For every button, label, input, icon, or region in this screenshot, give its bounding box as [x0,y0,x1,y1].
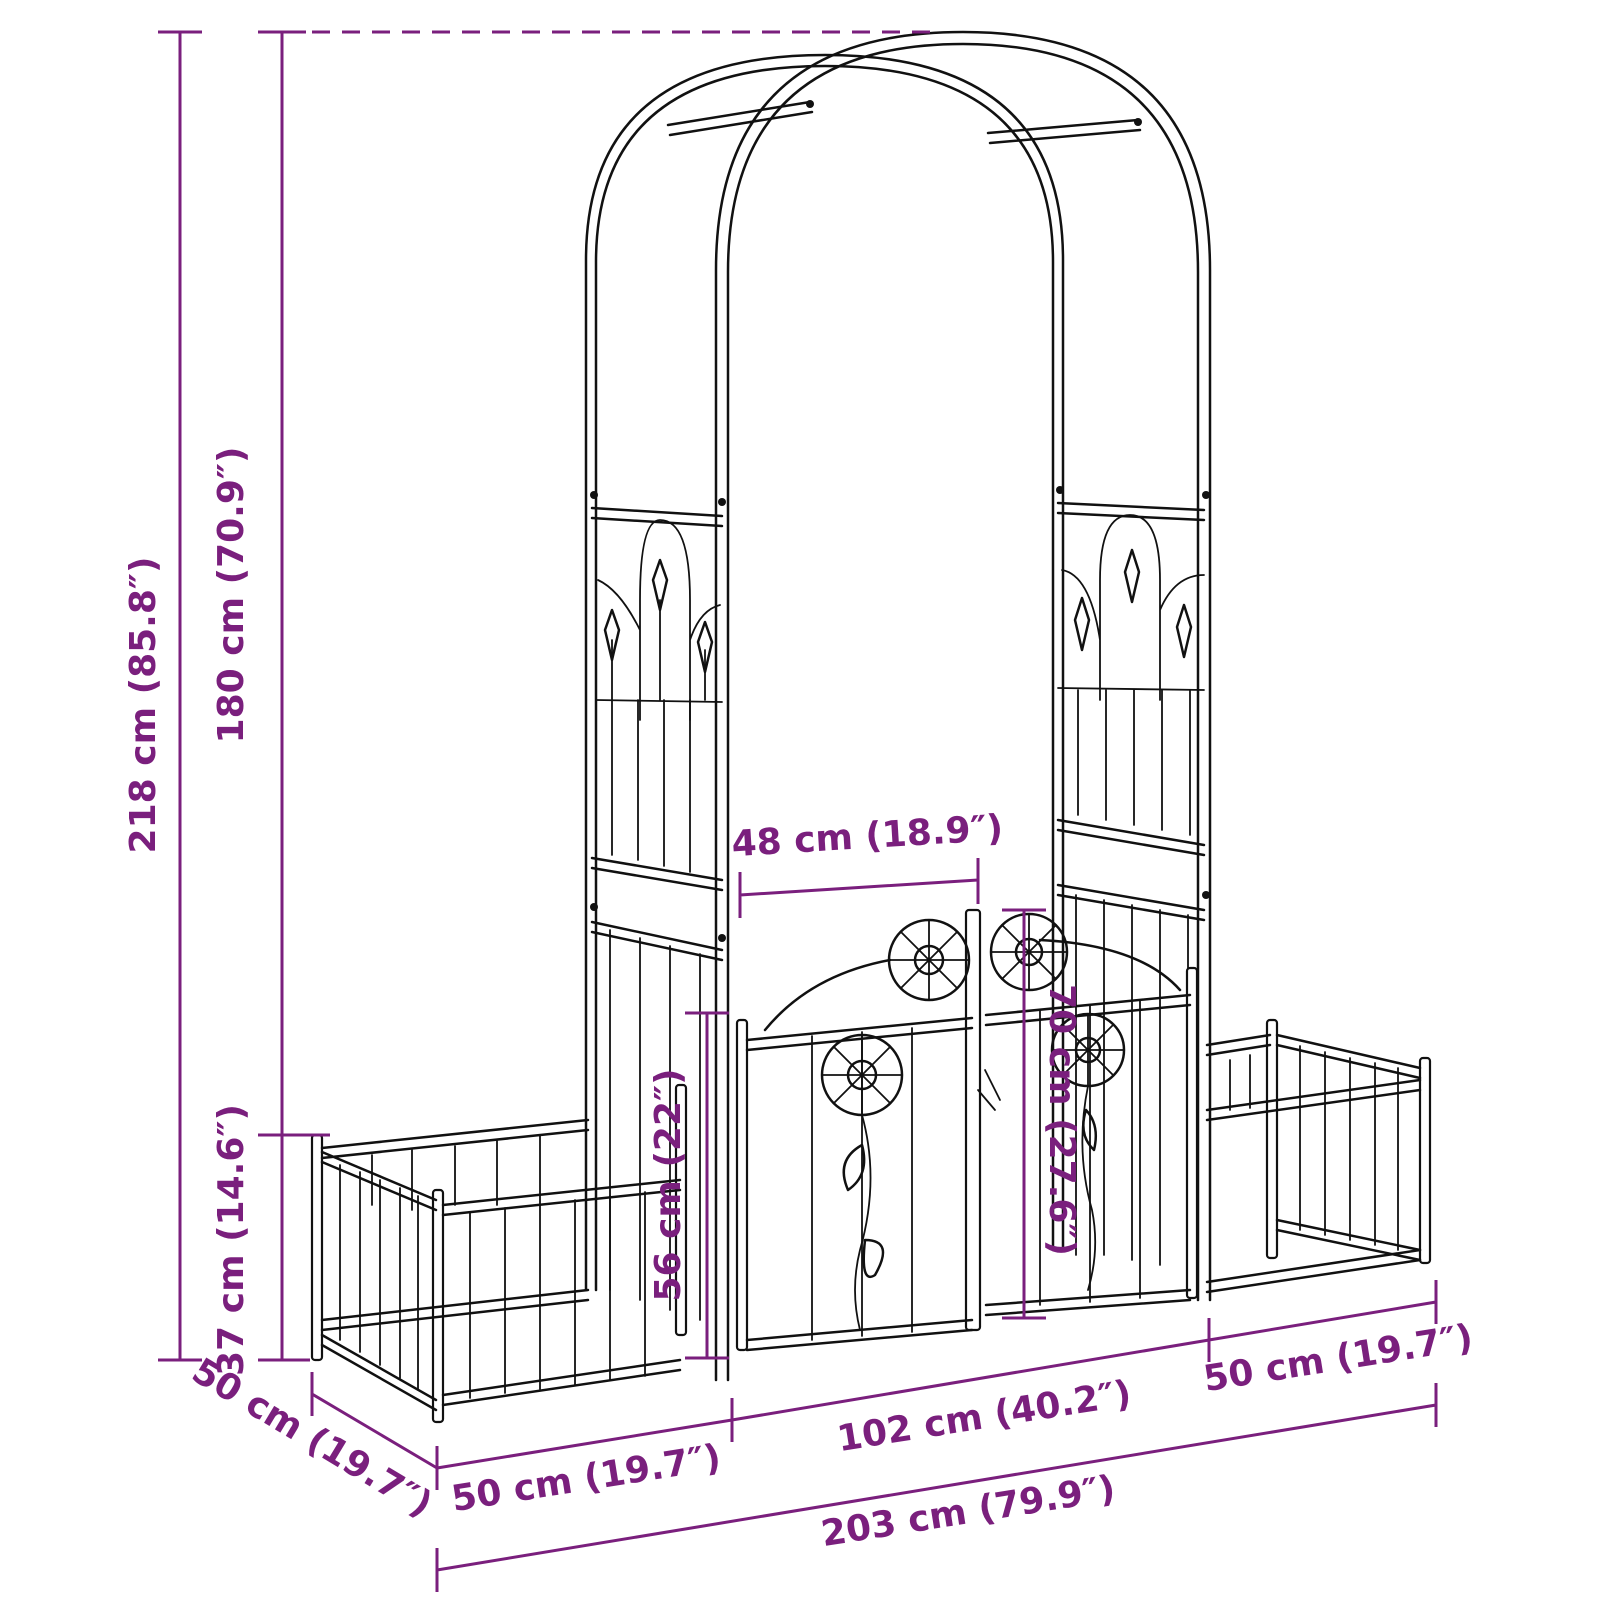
arch-back-outer [584,53,1065,1292]
gate-width-label: 48 cm (18.9″) [730,808,1004,866]
gate-height-left-line [685,1011,729,1360]
gate-left-leaf [735,908,982,1352]
flower-ornament [887,918,971,1002]
planter-width-left-label: 50 cm (19.7″) [449,1437,724,1520]
planter-height-label: 37 cm (14.6″) [211,1104,252,1376]
bolt-icon [718,498,726,506]
arch-crossbar-right [986,118,1142,145]
total-width-line [435,1383,1438,1592]
arch-side-height-line [258,30,330,1137]
gate-height-right-line [1002,908,1046,1320]
gate-right-leaf [977,912,1199,1317]
left-planter [310,1083,688,1424]
garden-arch-illustration [310,30,1432,1424]
dimension-labels: 218 cm (85.8″) 180 cm (70.9″) 37 cm (14.… [123,447,1476,1556]
bolt-icon [1134,118,1142,126]
gate-height-right-label: 70 cm (27.6″) [1041,984,1082,1256]
bolt-icon [1202,491,1210,499]
bolt-icon [718,934,726,942]
front-width-chain-line [436,1280,1438,1470]
bolt-icon [590,903,598,911]
planter-width-right-label: 50 cm (19.7″) [1201,1317,1476,1400]
arch-back-inner [594,64,1055,1292]
gate-width-line [738,858,980,918]
dimension-lines [158,30,1438,1592]
bolt-icon [590,491,598,499]
right-side-panel [1056,486,1210,1271]
arch-front-outer [714,30,1212,1382]
gate-height-left-label: 56 cm (22″) [648,1068,689,1301]
left-side-panel [590,491,726,1321]
arch-crossbar-left [666,100,814,137]
flower-ornament [820,1033,904,1117]
arch-width-label: 102 cm (40.2″) [834,1373,1134,1460]
flower-ornament [989,912,1069,992]
total-height-label: 218 cm (85.8″) [123,557,164,854]
bolt-icon [806,100,814,108]
bolt-icon [1202,891,1210,899]
total-height-line [158,30,202,1362]
right-planter [1205,1018,1432,1294]
bolt-icon [1056,486,1064,494]
arch-front-inner [726,42,1200,1382]
arch-side-height-label: 180 cm (70.9″) [211,447,252,744]
planter-height-line [258,1135,310,1362]
